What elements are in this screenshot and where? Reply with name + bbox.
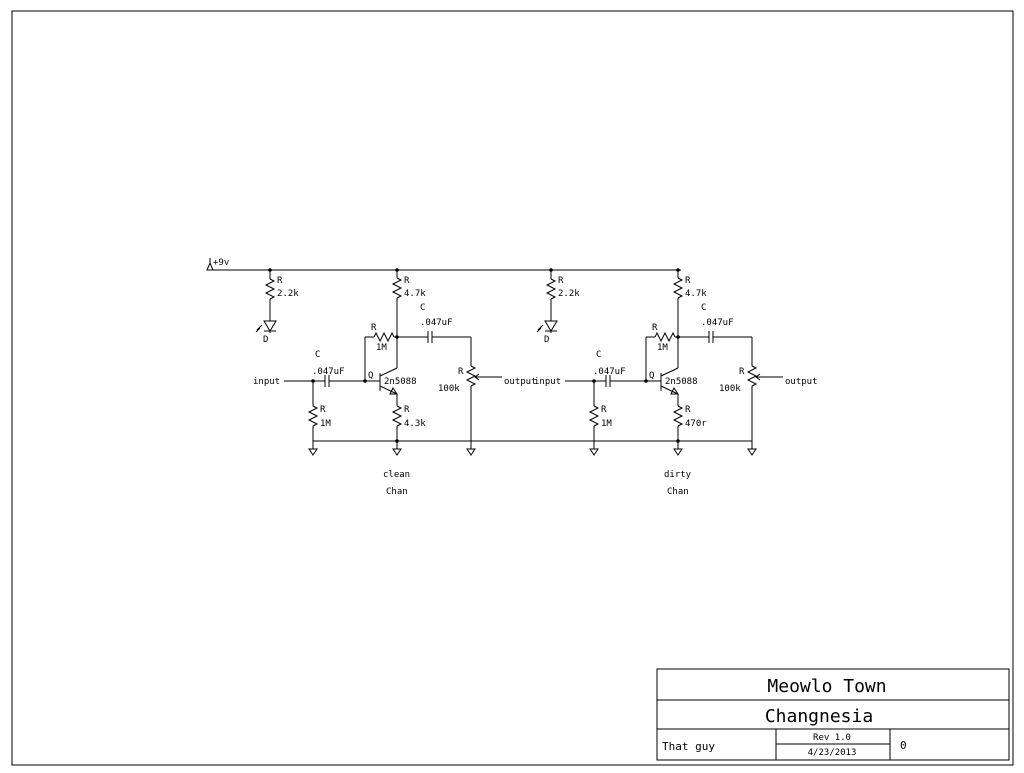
output-cap-ref: C	[701, 303, 706, 313]
input-capacitor: C .047uF input	[534, 350, 661, 387]
input-label: input	[534, 377, 561, 387]
emitter-resistor: R 4.3k	[391, 394, 426, 441]
ground-symbols	[589, 439, 757, 456]
channel-name: dirty	[664, 470, 692, 480]
input-cap-value: .047uF	[593, 367, 626, 377]
transistor: Q 2n5088	[368, 367, 417, 395]
transistor-ref: Q	[368, 371, 373, 381]
collector-resistor-value: 4.7k	[404, 289, 426, 299]
output-cap-ref: C	[420, 303, 425, 313]
output-pot: R 100k output	[719, 337, 818, 441]
output-cap-value: .047uF	[701, 318, 734, 328]
led-resistor-ref: R	[558, 276, 564, 286]
input-cap-ref: C	[596, 350, 601, 360]
led-resistor: R 2.2k	[264, 270, 299, 321]
output-capacitor: C .047uF	[397, 303, 471, 343]
led-resistor-value: 2.2k	[558, 289, 580, 299]
transistor: Q 2n5088	[649, 367, 698, 395]
collector-resistor-ref: R	[685, 276, 691, 286]
collector-resistor-ref: R	[404, 276, 410, 286]
channel-clean: R 2.2k D R 4.7k R 1M	[253, 268, 537, 497]
transistor-part: 2n5088	[384, 377, 417, 387]
input-cap-value: .047uF	[312, 367, 345, 377]
channel-dirty: R 2.2k D R 4.7k R 1M	[534, 268, 818, 497]
channel-name: clean	[383, 470, 410, 480]
led-resistor-value: 2.2k	[277, 289, 299, 299]
bias-resistor-value: 1M	[657, 343, 668, 353]
input-resistor-value: 1M	[601, 419, 612, 429]
output-capacitor: C .047uF	[678, 303, 752, 343]
transistor-part: 2n5088	[665, 377, 698, 387]
led-diode: D	[255, 320, 277, 345]
input-capacitor: C .047uF input	[253, 350, 380, 387]
transistor-ref: Q	[649, 371, 654, 381]
input-resistor: R 1M	[307, 381, 331, 441]
output-cap-value: .047uF	[420, 318, 453, 328]
channel-name-suffix: Chan	[667, 487, 689, 497]
supply-label: +9v	[213, 258, 229, 268]
led-resistor: R 2.2k	[545, 270, 580, 321]
pot-value: 100k	[719, 384, 741, 394]
led-ref: D	[263, 335, 268, 345]
input-label: input	[253, 377, 280, 387]
emitter-resistor-value: 470r	[685, 419, 707, 429]
input-resistor-ref: R	[601, 405, 607, 415]
input-resistor: R 1M	[588, 381, 612, 441]
input-resistor-ref: R	[320, 405, 326, 415]
output-pot: R 100k output	[438, 337, 537, 441]
bias-resistor-ref: R	[652, 323, 658, 333]
emitter-resistor-value: 4.3k	[404, 419, 426, 429]
led-ref: D	[544, 335, 549, 345]
emitter-resistor-ref: R	[404, 405, 410, 415]
ground-symbols	[308, 439, 476, 456]
collector-resistor: R 4.7k	[391, 270, 426, 368]
sheet-border	[11, 10, 1014, 766]
channel-name-suffix: Chan	[386, 487, 408, 497]
pot-ref: R	[739, 367, 745, 377]
emitter-resistor: R 470r	[672, 394, 707, 441]
pot-ref: R	[458, 367, 464, 377]
output-label: output	[785, 377, 818, 387]
emitter-resistor-ref: R	[685, 405, 691, 415]
collector-resistor: R 4.7k	[672, 270, 707, 368]
bias-resistor-value: 1M	[376, 343, 387, 353]
input-cap-ref: C	[315, 350, 320, 360]
bias-resistor: R 1M	[364, 323, 399, 381]
led-diode: D	[536, 320, 558, 345]
input-resistor-value: 1M	[320, 419, 331, 429]
collector-resistor-value: 4.7k	[685, 289, 707, 299]
bias-resistor: R 1M	[645, 323, 680, 381]
supply-symbol: +9v	[206, 258, 229, 271]
output-label: output	[504, 377, 537, 387]
bias-resistor-ref: R	[371, 323, 377, 333]
led-resistor-ref: R	[277, 276, 283, 286]
pot-value: 100k	[438, 384, 460, 394]
